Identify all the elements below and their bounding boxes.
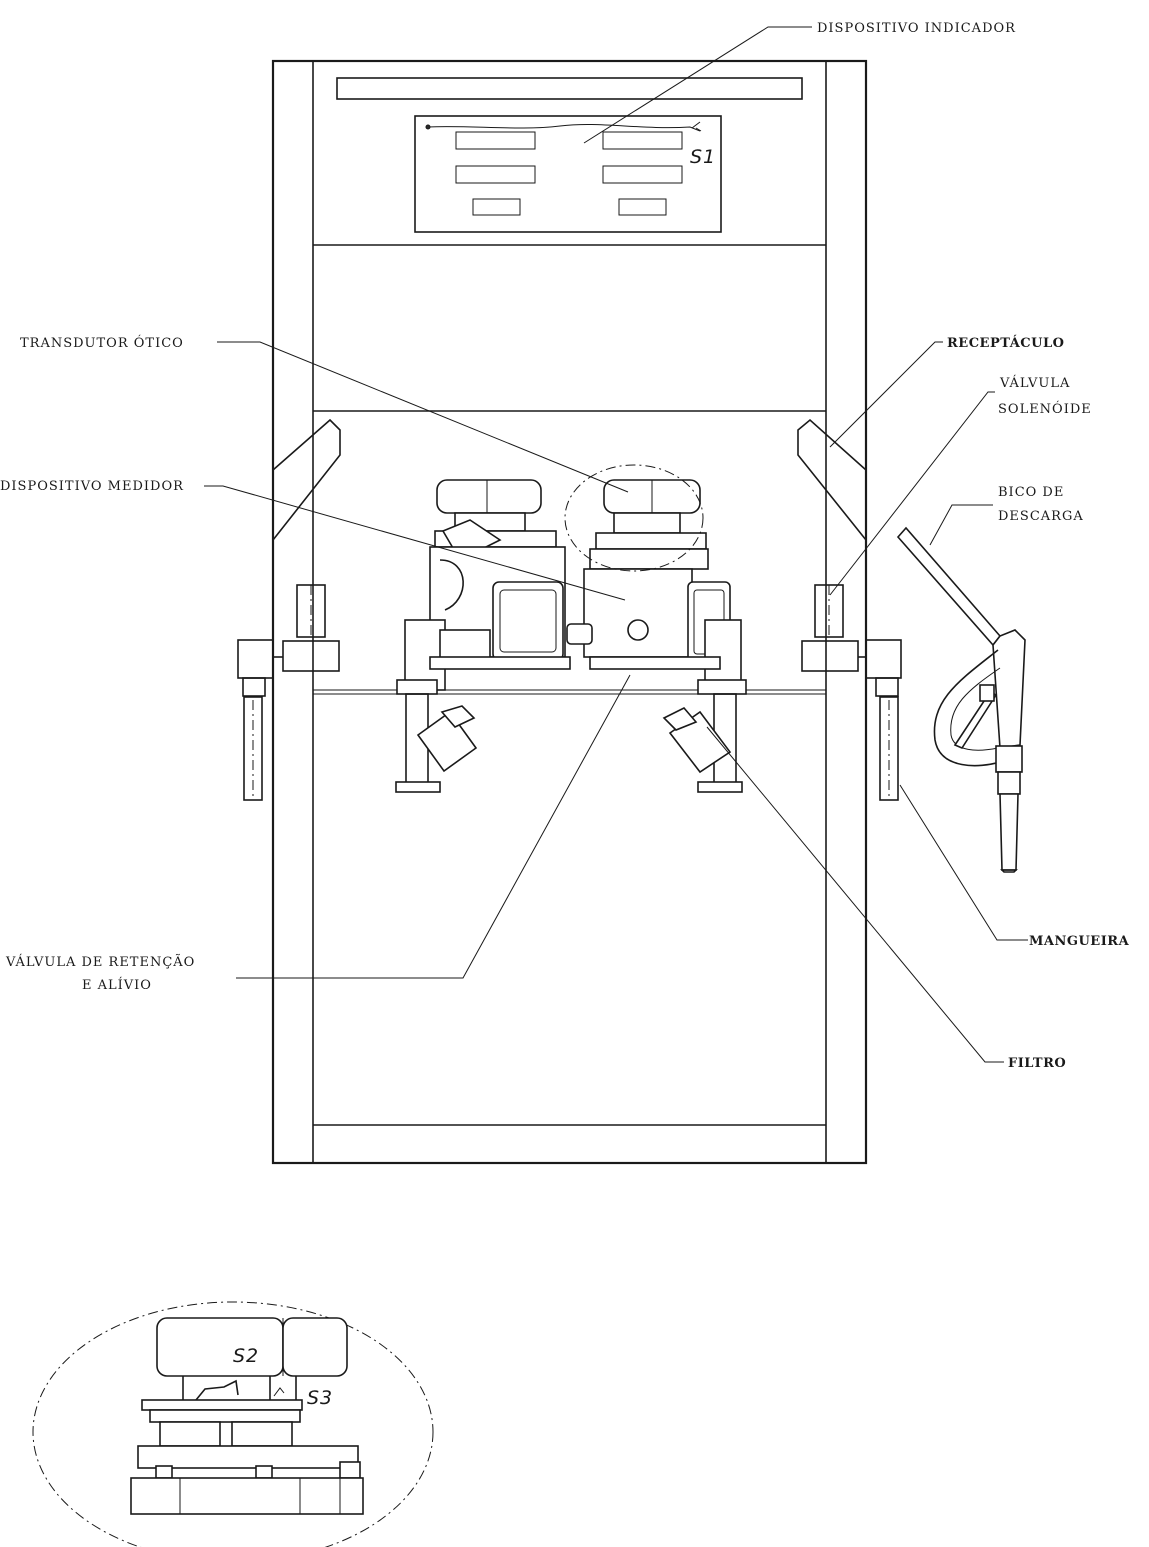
- left-holster-receptacle: [272, 418, 341, 541]
- left-meter-assembly: [396, 479, 571, 695]
- right-filter: [662, 693, 743, 793]
- label-valvula-retencao-1: VÁLVULA DE RETENÇÃO: [5, 954, 195, 970]
- detail-view: [32, 1301, 434, 1547]
- seal-label-s2: S2: [233, 1345, 259, 1367]
- label-mangueira: MANGUEIRA: [1029, 934, 1130, 949]
- meter-shaft: [627, 619, 649, 641]
- label-valvula-retencao-2: E ALÍVIO: [82, 977, 152, 993]
- transducer-detail-circle: [564, 464, 704, 572]
- indicator-display-panel: [414, 115, 722, 233]
- label-filtro: FILTRO: [1008, 1056, 1066, 1071]
- display-window: [618, 198, 667, 216]
- label-bico-de-descarga-2: DESCARGA: [998, 509, 1084, 524]
- top-display-strip: [336, 77, 803, 100]
- discharge-nozzle: [896, 526, 1026, 873]
- label-valvula-solenoide-1: VÁLVULA: [999, 375, 1070, 391]
- right-holster-receptacle: [797, 418, 867, 541]
- label-valvula-solenoide-2: SOLENÓIDE: [998, 400, 1092, 417]
- label-dispositivo-indicador: DISPOSITIVO INDICADOR: [817, 21, 1016, 36]
- left-solenoid-valve: [237, 584, 340, 679]
- seal-wire-s1: [427, 123, 701, 132]
- left-filter: [395, 693, 478, 793]
- display-window: [472, 198, 521, 216]
- seal-label-s3: S3: [307, 1387, 333, 1409]
- label-bico-de-descarga-1: BICO DE: [998, 485, 1064, 500]
- left-hose: [242, 677, 266, 801]
- right-hose: [875, 677, 899, 801]
- right-meter-assembly: [566, 479, 747, 695]
- display-window: [602, 131, 683, 150]
- dispenser-cabinet: [271, 59, 868, 1165]
- display-window: [602, 165, 683, 184]
- seal-label-s1: S1: [690, 146, 716, 168]
- label-dispositivo-medidor: DISPOSITIVO MEDIDOR: [0, 479, 184, 494]
- label-transdutor-otico: TRANSDUTOR ÓTICO: [20, 334, 184, 351]
- display-window: [455, 131, 536, 150]
- right-solenoid-valve: [801, 584, 902, 679]
- label-receptaculo: RECEPTÁCULO: [947, 335, 1064, 351]
- display-window: [455, 165, 536, 184]
- leader-lines: [204, 26, 1028, 1063]
